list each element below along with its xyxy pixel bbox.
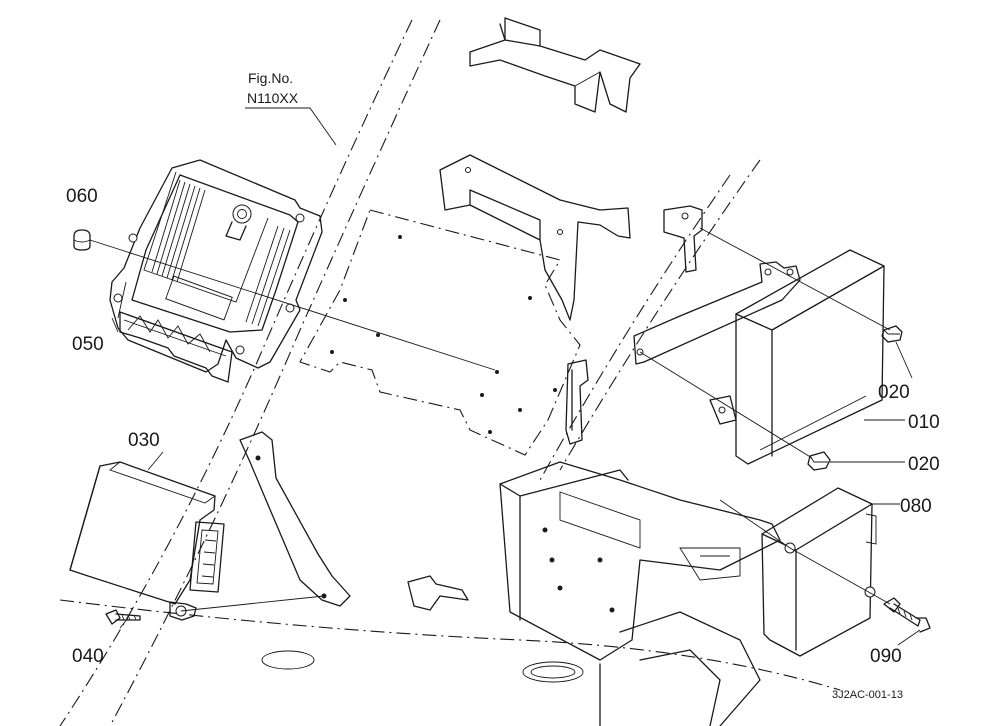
ecu-controller-030 — [69, 461, 225, 621]
callout-060: 060 — [66, 186, 98, 207]
ecu-heat-fins — [151, 179, 291, 327]
nut-060 — [73, 229, 91, 251]
callout-020-upper: 020 — [878, 382, 910, 403]
figure-number-label: Fig.No. N110XX — [247, 70, 299, 106]
fig-number: N110XX — [247, 90, 299, 106]
callout-010: 010 — [908, 412, 940, 433]
lower-frame — [261, 461, 781, 726]
callout-020-lower: 020 — [908, 454, 940, 475]
controller-box-010 — [735, 249, 885, 465]
fig-label: Fig.No. — [248, 70, 293, 86]
right-bracket — [633, 205, 801, 425]
top-bracket — [469, 17, 641, 113]
spacer-posts — [565, 359, 589, 445]
callout-080: 080 — [900, 496, 932, 517]
center-bracket — [439, 154, 631, 321]
bolt-090 — [883, 597, 931, 633]
mounting-plate — [299, 209, 581, 456]
callout-030: 030 — [128, 430, 160, 451]
ecu-controller-050 — [109, 159, 323, 383]
bolt-040 — [105, 609, 141, 625]
frame-outline — [59, 19, 841, 726]
callout-040: 040 — [72, 646, 104, 667]
bolt-020-lower — [807, 451, 831, 471]
side-bracket-left — [239, 431, 351, 607]
callout-050: 050 — [72, 334, 104, 355]
ecu-030-connector — [189, 521, 225, 593]
ecu-connector-block — [119, 311, 233, 383]
clip-bracket — [407, 575, 469, 611]
controller-box-080 — [761, 487, 877, 657]
leader-lines — [89, 107, 921, 646]
callout-090: 090 — [870, 646, 902, 667]
bolt-020-upper — [881, 325, 903, 343]
drawing-code: 3J2AC-001-13 — [832, 689, 903, 701]
